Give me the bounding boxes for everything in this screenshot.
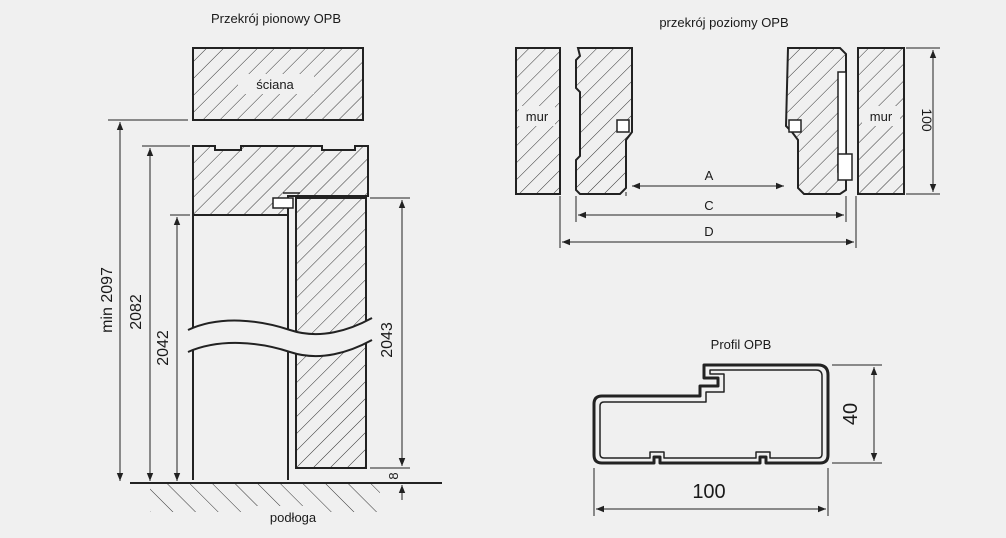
profile-title: Profil OPB bbox=[711, 337, 772, 352]
dim-d-label: D bbox=[704, 224, 713, 239]
floor-label-bg bbox=[245, 506, 315, 528]
dim-a-label: A bbox=[705, 168, 714, 183]
hinge-block bbox=[837, 153, 853, 181]
dim-2043-label: 2043 bbox=[379, 322, 396, 358]
dim-2042-label: 2042 bbox=[155, 330, 172, 366]
break-line-top bbox=[187, 317, 373, 336]
dim-100-label: 100 bbox=[919, 108, 935, 132]
vertical-section: Przekrój pionowy OPB ściana podłoga min … bbox=[99, 11, 442, 528]
profile-outer bbox=[592, 363, 830, 465]
break-line-bottom bbox=[187, 339, 373, 358]
dim-min-label: min 2097 bbox=[99, 267, 116, 333]
floor-label: podłoga bbox=[270, 510, 317, 525]
mur-right-label: mur bbox=[870, 109, 893, 124]
wall-label: ściana bbox=[256, 77, 294, 92]
horizontal-section-title: przekrój poziomy OPB bbox=[659, 15, 788, 30]
dim-c-label: C bbox=[704, 198, 713, 213]
vertical-section-title: Przekrój pionowy OPB bbox=[211, 11, 341, 26]
mur-right-label-bg bbox=[862, 106, 900, 126]
break-mask bbox=[188, 318, 372, 357]
frame-left bbox=[575, 47, 633, 195]
mur-left-label: mur bbox=[526, 109, 549, 124]
seal-right bbox=[788, 119, 802, 133]
seal-gasket bbox=[272, 197, 294, 209]
seal-left bbox=[616, 119, 630, 133]
mur-left-label-bg bbox=[519, 106, 555, 126]
horizontal-section: przekrój poziomy OPB mur mur A C D bbox=[515, 15, 940, 248]
profile-inner bbox=[599, 369, 823, 459]
profile-section: Profil OPB 100 40 bbox=[592, 337, 882, 516]
dim-profile-width-label: 100 bbox=[692, 481, 725, 503]
dim-profile-height-label: 40 bbox=[840, 403, 862, 425]
dim-2082-label: 2082 bbox=[128, 294, 145, 330]
wall-label-bg bbox=[238, 74, 314, 94]
dim-8-label: 8 bbox=[386, 472, 401, 479]
